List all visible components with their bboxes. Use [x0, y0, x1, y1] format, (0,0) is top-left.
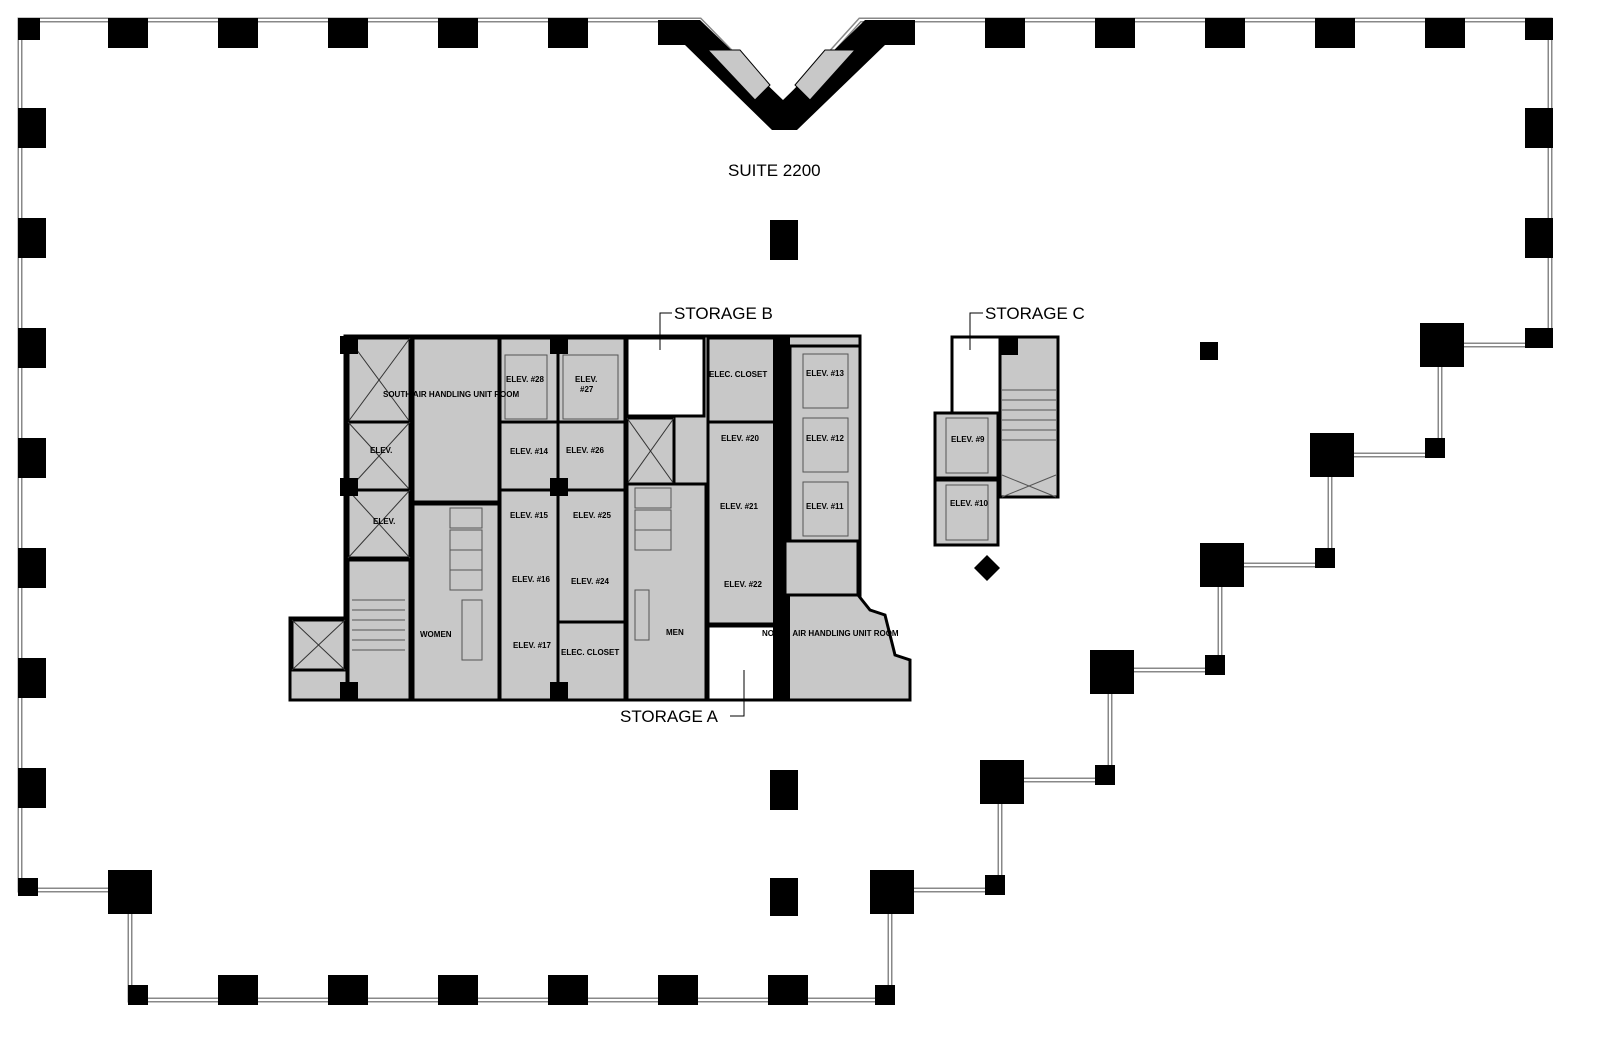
column-pier	[875, 985, 895, 1005]
room-women: WOMEN	[420, 630, 452, 639]
column-pier	[1525, 328, 1553, 348]
room-elec-closet: ELEC. CLOSET	[561, 648, 619, 657]
column-pier	[18, 218, 46, 258]
column-pier	[438, 975, 478, 1005]
column-pier	[18, 548, 46, 588]
column-pier	[1315, 18, 1355, 48]
storage-c-block	[933, 335, 1060, 581]
room-elev-12: ELEV. #12	[806, 434, 845, 443]
room-elev-20: ELEV. #20	[721, 434, 760, 443]
room-elev-16: ELEV. #16	[512, 575, 551, 584]
entry-notch	[658, 20, 915, 130]
storage-c-label: STORAGE C	[985, 304, 1085, 323]
leader-lines	[659, 312, 983, 717]
column-pier	[218, 975, 258, 1005]
column-pier	[985, 875, 1005, 895]
column-pier	[438, 18, 478, 48]
storage-a-label: STORAGE A	[620, 707, 719, 726]
room-labels: SOUTH AIR HANDLING UNIT ROOM NORTH AIR H…	[370, 369, 989, 657]
room-elec-closet: ELEC. CLOSET	[709, 370, 767, 379]
column-pier	[548, 18, 588, 48]
storage-b-label: STORAGE B	[674, 304, 773, 323]
column-pier	[1315, 548, 1335, 568]
room-elev-11: ELEV. #11	[806, 502, 844, 511]
room-men: MEN	[666, 628, 684, 637]
column-pier	[770, 770, 798, 810]
column-pier	[328, 975, 368, 1005]
column-pier	[18, 328, 46, 368]
room-elev-10: ELEV. #10	[950, 499, 989, 508]
column-diamond	[974, 555, 1000, 581]
room-elev-13: ELEV. #13	[806, 369, 845, 378]
room-elev-27-number: #27	[580, 385, 594, 394]
column-pier	[108, 870, 152, 914]
column-pier	[1420, 323, 1464, 367]
column-pier	[1525, 218, 1553, 258]
room-elev-9: ELEV. #9	[951, 435, 985, 444]
column-pier	[770, 220, 798, 260]
suite-label: SUITE 2200	[728, 161, 821, 180]
column-pier	[1310, 433, 1354, 477]
column-pier	[1095, 765, 1115, 785]
column-pier	[870, 870, 914, 914]
column-pier	[548, 975, 588, 1005]
column-pier	[1200, 543, 1244, 587]
column-pier	[218, 18, 258, 48]
room-elev-22: ELEV. #22	[724, 580, 763, 589]
room-elev-21: ELEV. #21	[720, 502, 759, 511]
room-elevator: ELEV.	[370, 446, 392, 455]
building-core	[288, 334, 912, 702]
room-elev-17: ELEV. #17	[513, 641, 552, 650]
column-pier	[108, 18, 148, 48]
room-elev-27: ELEV.	[575, 375, 597, 384]
column-pier	[768, 975, 808, 1005]
room-elev-26: ELEV. #26	[566, 446, 605, 455]
room-elev-14: ELEV. #14	[510, 447, 549, 456]
room-elev-25: ELEV. #25	[573, 511, 612, 520]
room-north-ahu: NORTH AIR HANDLING UNIT ROOM	[762, 629, 899, 638]
column-pier	[1525, 108, 1553, 148]
structural-columns	[18, 18, 1553, 1005]
room-elev-15: ELEV. #15	[510, 511, 549, 520]
column-pier	[18, 438, 46, 478]
column-pier	[1425, 438, 1445, 458]
column-pier	[18, 658, 46, 698]
column-pier	[1205, 655, 1225, 675]
column-pier	[328, 18, 368, 48]
column-pier	[1525, 18, 1553, 40]
column-pier	[1205, 18, 1245, 48]
room-south-ahu: SOUTH AIR HANDLING UNIT ROOM	[383, 390, 519, 399]
column-pier	[1095, 18, 1135, 48]
column-pier	[1200, 342, 1218, 360]
column-pier	[18, 768, 46, 808]
column-pier	[128, 985, 148, 1005]
column-pier	[980, 760, 1024, 804]
room-elevator: ELEV.	[373, 517, 395, 526]
column-pier	[18, 108, 46, 148]
column-pier	[1090, 650, 1134, 694]
column-pier	[18, 878, 38, 896]
room-elev-24: ELEV. #24	[571, 577, 610, 586]
room-elev-28: ELEV. #28	[506, 375, 545, 384]
column-pier	[1425, 18, 1465, 48]
column-pier	[658, 975, 698, 1005]
column-pier	[770, 878, 798, 916]
column-pier	[18, 18, 40, 40]
column-pier	[985, 18, 1025, 48]
